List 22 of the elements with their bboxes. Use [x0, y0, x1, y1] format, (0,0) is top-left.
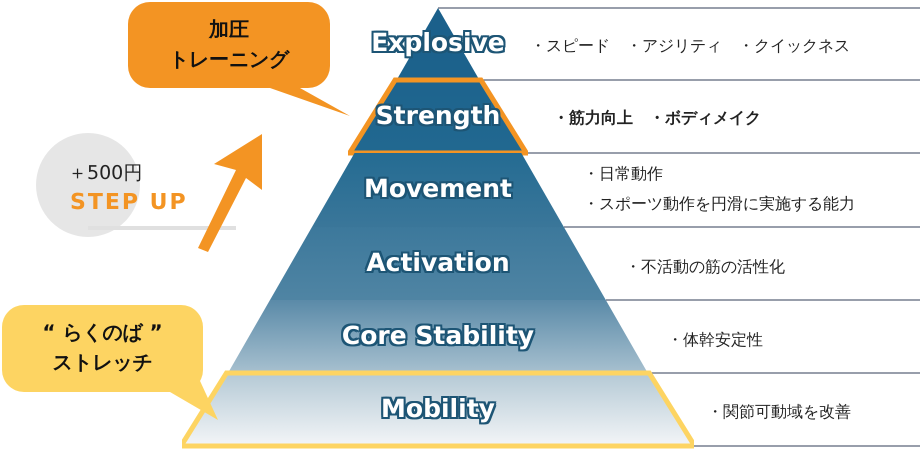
description-text: ・筋力向上 ・ボディメイク [553, 108, 761, 129]
bubble-text: “ らくのば ” [41, 319, 164, 346]
tier-label: Activation [365, 248, 511, 276]
pyramid-tier [228, 300, 648, 373]
description-text: ・関節可動域を改善 [707, 402, 851, 423]
description-text: ・スピード ・アジリティ ・クイックネス [530, 36, 850, 57]
bubble-text: トレーニング [168, 46, 291, 73]
tier-label: Mobility [380, 394, 496, 422]
step-up-text: STEP UP [70, 190, 188, 215]
bubble-text: ストレッチ [52, 349, 154, 376]
tier-label: Core Stability [340, 320, 536, 350]
description-text: ・不活動の筋の活性化 [625, 257, 785, 278]
description-text: ・スポーツ動作を円滑に実施する能力 [583, 194, 855, 215]
price-text: ＋500円 [68, 161, 142, 186]
tier-label: Strength [374, 100, 502, 130]
pyramid-tier [270, 227, 606, 300]
description-text: ・日常動作 [583, 164, 663, 185]
bubble-text: 加圧 [208, 16, 250, 43]
description-text: ・体幹安定性 [667, 330, 763, 351]
pyramid-tier [312, 153, 564, 227]
highlighted-pyramid-tier [182, 370, 694, 449]
tier-label: Movement [362, 174, 514, 203]
